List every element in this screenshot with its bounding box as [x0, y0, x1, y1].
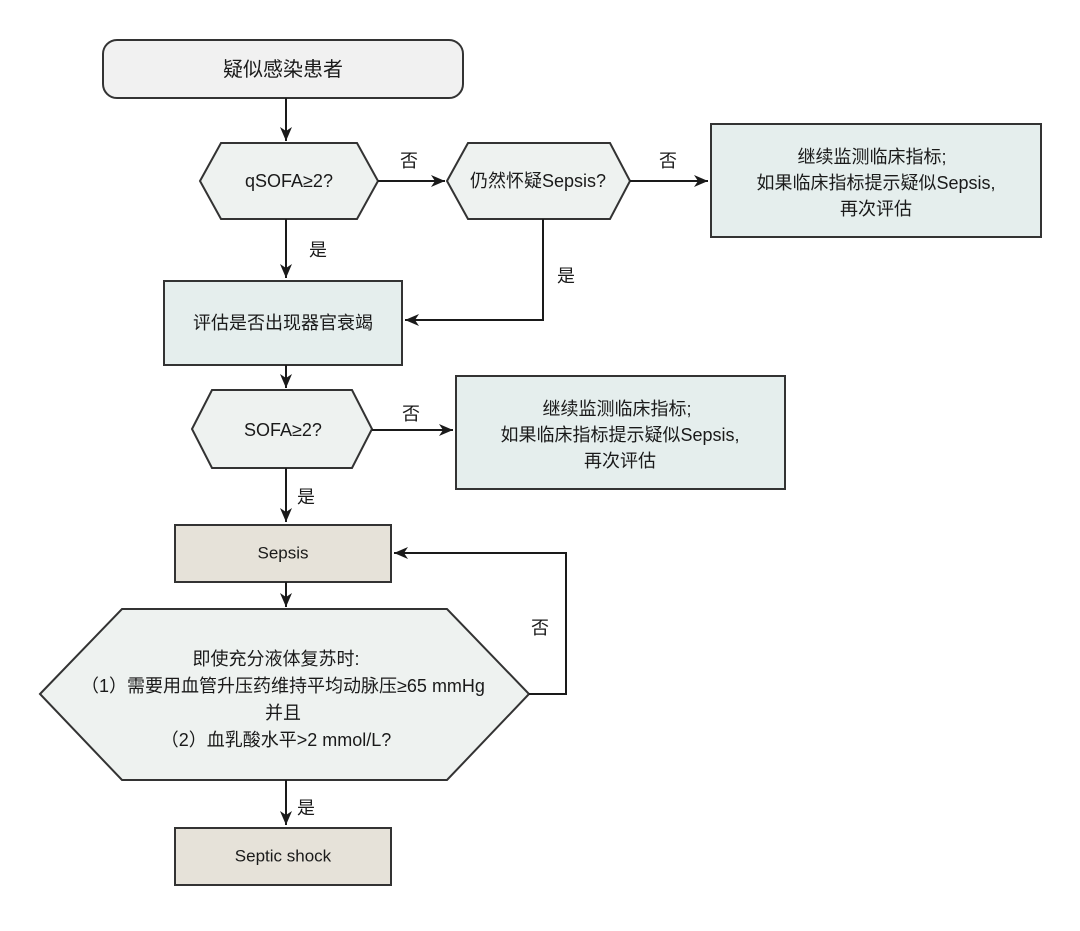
septic-shock-box: Septic shock: [174, 827, 392, 886]
edge-shock-criteria-to-sepsis: [394, 547, 567, 695]
monitor-box-2-line: 如果临床指标提示疑似Sepsis,: [500, 425, 739, 445]
sofa-decision: SOFA≥2?: [190, 389, 374, 469]
shock-criteria-line: （2）血乳酸水平>2 mmol/L?: [161, 730, 392, 750]
qsofa-decision: qSOFA≥2?: [198, 142, 380, 220]
monitor-box-2-line: 继续监测临床指标;: [542, 399, 691, 419]
edge-label-qsofa-no: 否: [400, 151, 418, 171]
edge-suspect-to-organ-failure: [405, 219, 544, 326]
monitor-box-1-line: 再次评估: [840, 199, 912, 219]
septic-shock-box-label: Septic shock: [235, 847, 332, 866]
shock-criteria-decision: 即使充分液体复苏时: （1）需要用血管升压药维持平均动脉压≥65 mmHg 并且…: [38, 608, 531, 781]
edge-label-shock-yes: 是: [297, 798, 315, 818]
shock-criteria-line: 即使充分液体复苏时:: [192, 649, 359, 669]
still-suspect-decision: 仍然怀疑Sepsis?: [445, 142, 632, 220]
sepsis-box-label: Sepsis: [257, 544, 308, 563]
septic-shock-box-shape: [174, 827, 392, 886]
monitor-box-1-line: 继续监测临床指标;: [797, 147, 946, 167]
sepsis-box: Sepsis: [174, 524, 392, 583]
start-node-label: 疑似感染患者: [223, 58, 343, 81]
start-node-shape: [102, 39, 464, 99]
monitor-box-1-line: 如果临床指标提示疑似Sepsis,: [756, 173, 995, 193]
sofa-decision-label: SOFA≥2?: [244, 420, 322, 440]
still-suspect-decision-label: 仍然怀疑Sepsis?: [470, 171, 606, 191]
organ-failure-box: 评估是否出现器官衰竭: [163, 280, 403, 366]
shock-criteria-line: 并且: [265, 703, 301, 723]
monitor-box-2: 继续监测临床指标; 如果临床指标提示疑似Sepsis, 再次评估: [455, 375, 786, 490]
edge-label-suspect-no: 否: [659, 151, 677, 171]
edge-label-sofa-no: 否: [402, 404, 420, 424]
organ-failure-box-label: 评估是否出现器官衰竭: [193, 313, 373, 333]
start-node: 疑似感染患者: [102, 39, 464, 99]
edge-label-shock-no: 否: [531, 618, 549, 638]
monitor-box-2-line: 再次评估: [584, 451, 656, 471]
edge-label-sofa-yes: 是: [297, 487, 315, 507]
monitor-box-2-shape: [455, 375, 786, 490]
shock-criteria-line: （1）需要用血管升压药维持平均动脉压≥65 mmHg: [81, 676, 485, 696]
monitor-box-1: 继续监测临床指标; 如果临床指标提示疑似Sepsis, 再次评估: [710, 123, 1042, 238]
edge-label-suspect-yes: 是: [557, 266, 575, 286]
organ-failure-box-shape: [163, 280, 403, 366]
sepsis-box-shape: [174, 524, 392, 583]
qsofa-decision-label: qSOFA≥2?: [245, 171, 333, 191]
monitor-box-1-shape: [710, 123, 1042, 238]
edge-label-qsofa-yes: 是: [309, 240, 327, 260]
